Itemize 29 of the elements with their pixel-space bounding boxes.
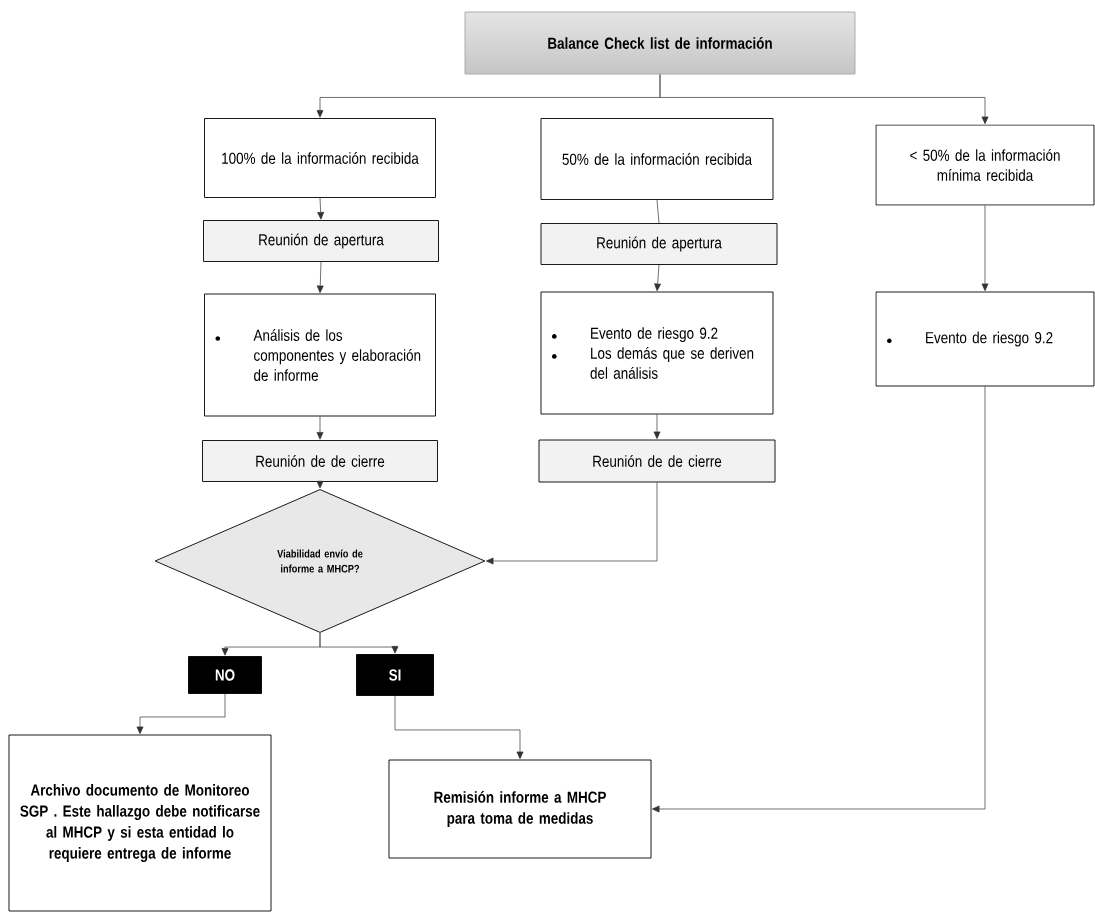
meeting-box: Reunión de de cierre bbox=[538, 439, 776, 483]
process-box: 100% de la información recibida bbox=[204, 118, 436, 198]
arrow bbox=[317, 197, 325, 220]
arrow bbox=[316, 261, 324, 294]
bullet-list-box: Evento de riesgo 9.2 bbox=[875, 291, 1095, 387]
arrow bbox=[485, 482, 658, 565]
arrow bbox=[316, 416, 324, 440]
arrow bbox=[654, 264, 661, 292]
arrow bbox=[659, 74, 989, 125]
meeting-box: Reunión de apertura bbox=[203, 220, 439, 262]
bullet-list-box: Evento de riesgo 9.2 Los demás que se deriven del análisis bbox=[540, 291, 774, 415]
connector-line bbox=[656, 199, 660, 224]
arrow bbox=[652, 386, 986, 813]
process-box: 50% de la información recibida bbox=[540, 118, 774, 200]
arrow bbox=[653, 414, 661, 440]
arrow bbox=[136, 693, 226, 735]
result-box: Remisión informe a MHCP para toma de medidas bbox=[388, 759, 652, 859]
meeting-box: Reunión de de cierre bbox=[202, 440, 438, 482]
arrow bbox=[394, 695, 524, 760]
answer-box: SI bbox=[356, 654, 434, 696]
process-box: < 50% de la información mínima recibida bbox=[875, 124, 1095, 206]
title-box: Balance Check list de información bbox=[464, 11, 856, 75]
bullet-list-box: Análisis de los componentes y elaboración de informe bbox=[204, 293, 436, 417]
arrow bbox=[981, 205, 989, 292]
answer-box: NO bbox=[188, 656, 262, 694]
arrow bbox=[316, 480, 324, 489]
meeting-box: Reunión de apertura bbox=[540, 223, 778, 265]
result-box: Archivo documento de Monitoreo SGP . Este hallazgo debe notificarse al MHCP y si esta entidad lo requiere entrega de informe bbox=[8, 734, 272, 912]
arrow bbox=[319, 632, 399, 654]
